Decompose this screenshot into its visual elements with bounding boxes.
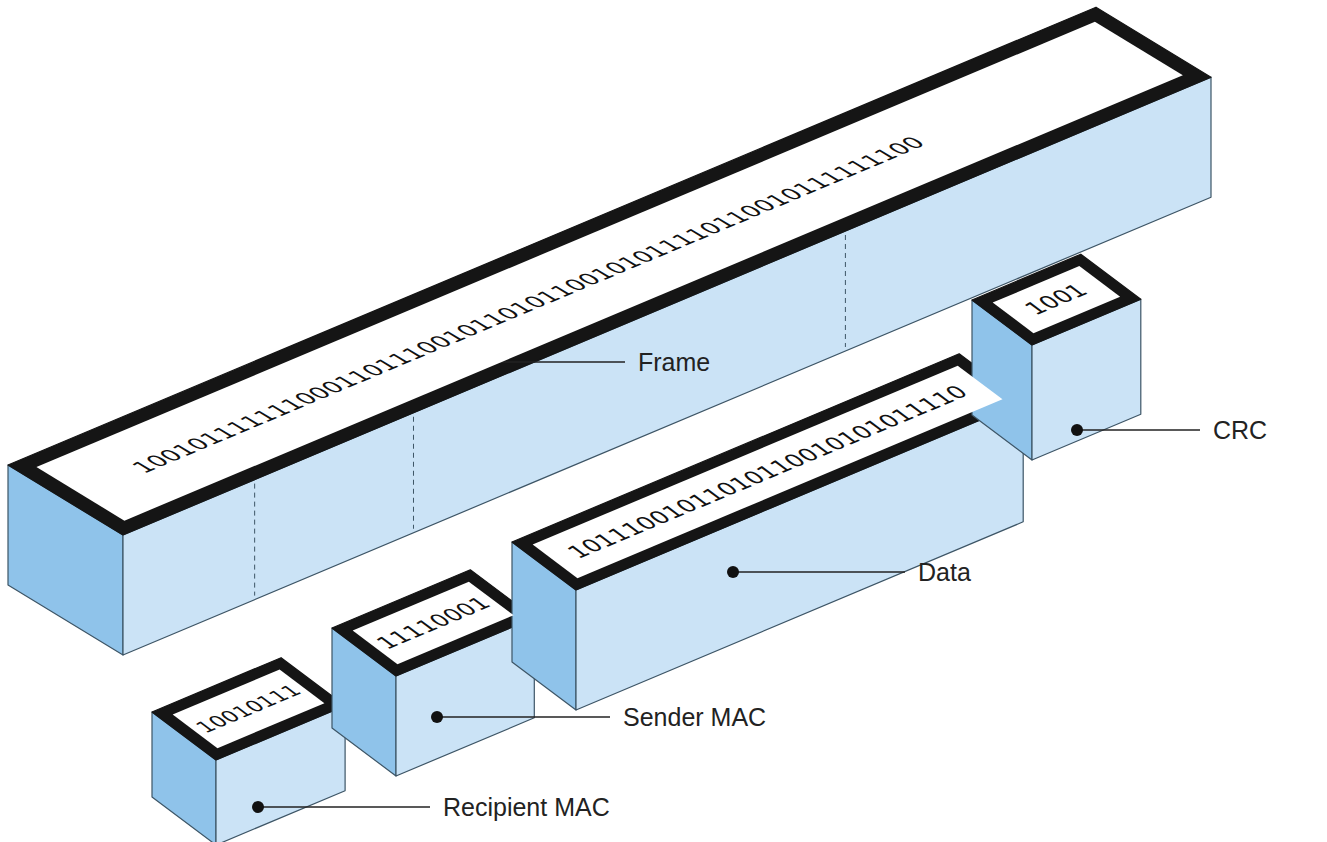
crc-block [972, 254, 1141, 460]
field-divider [254, 484, 255, 596]
block-top-face [152, 658, 345, 760]
leader-dot [727, 566, 739, 578]
recipient-mac-block [152, 658, 345, 842]
field-divider [413, 417, 414, 529]
part-name: Data [918, 557, 971, 587]
block-top-face [972, 254, 1141, 345]
bit-string: 1001 [1020, 281, 1092, 318]
frame-block [8, 7, 1211, 655]
part-name: Sender MAC [623, 702, 766, 732]
leader-line [258, 806, 430, 808]
block-top-face [512, 354, 1023, 590]
field-divider [845, 235, 846, 347]
data-callout [727, 566, 905, 578]
part-name: Recipient MAC [443, 792, 610, 822]
leader-dot [1071, 424, 1083, 436]
recipient-callout [252, 801, 430, 813]
block-top-face [8, 7, 1211, 535]
leader-dot [252, 801, 264, 813]
crc-callout [1071, 424, 1200, 436]
sender-callout [431, 711, 610, 723]
sender-mac-block [332, 570, 534, 776]
leader-dot [431, 711, 443, 723]
data-block [512, 354, 1023, 710]
leader-line [437, 716, 610, 718]
block-top-face [332, 570, 534, 676]
leader-line [1077, 429, 1200, 431]
part-name: CRC [1213, 415, 1267, 445]
leader-line [733, 571, 905, 573]
part-name: Frame [638, 347, 710, 377]
